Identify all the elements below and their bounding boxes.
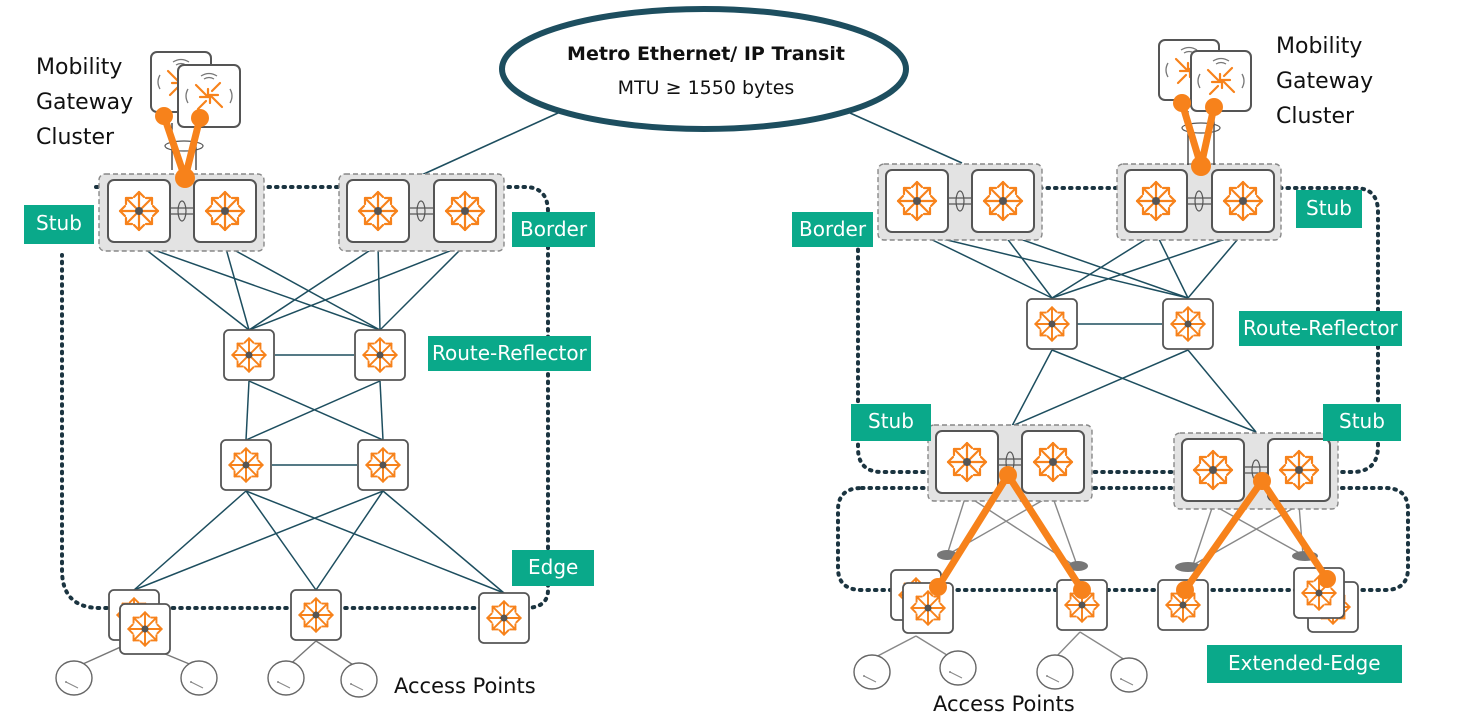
router-icon bbox=[204, 190, 246, 232]
router-icon bbox=[946, 441, 988, 483]
router-icon bbox=[228, 447, 264, 483]
router-icon bbox=[118, 190, 160, 232]
metro-subtitle: MTU ≥ 1550 bytes bbox=[617, 77, 795, 99]
extended-edge-boundary bbox=[836, 486, 1410, 592]
left-rr-label: Route-Reflector bbox=[428, 336, 591, 371]
extended-edge-label: Extended-Edge bbox=[1207, 645, 1402, 683]
right-gateway-uplinks bbox=[1178, 99, 1218, 170]
right-cluster-caption: Mobility Gateway Cluster bbox=[1276, 29, 1373, 134]
router-icon bbox=[444, 190, 486, 232]
metro-ellipse bbox=[499, 6, 909, 132]
caption-line: Mobility bbox=[36, 55, 123, 80]
left-gateway-uplinks bbox=[160, 112, 204, 182]
metro-link-left bbox=[414, 112, 559, 179]
caption-line: Gateway bbox=[36, 90, 134, 115]
left-edge-label: Edge bbox=[512, 550, 595, 586]
router-icon bbox=[362, 337, 398, 373]
right-fabric-boundary bbox=[856, 186, 1380, 474]
left-fabric-boundary bbox=[60, 185, 550, 610]
right-stub-left-label: Stub bbox=[851, 404, 931, 441]
caption-line: Cluster bbox=[1276, 104, 1355, 129]
router-icon bbox=[1034, 306, 1070, 342]
right-stub-top-label: Stub bbox=[1296, 190, 1362, 228]
router-icon bbox=[1135, 180, 1177, 222]
left-links bbox=[133, 244, 505, 594]
router-icon bbox=[357, 190, 399, 232]
metro-title: Metro Ethernet/ IP Transit bbox=[567, 43, 845, 65]
extended-edge-uplinks bbox=[934, 471, 1331, 594]
access-point-icon bbox=[340, 662, 378, 698]
left-stub-label: Stub bbox=[24, 205, 94, 244]
right-border-label: Border bbox=[792, 212, 874, 247]
left-cluster-caption: Mobility Gateway Cluster bbox=[36, 50, 133, 155]
right-lag-markers bbox=[937, 550, 1318, 572]
caption-line: Gateway bbox=[1276, 69, 1374, 94]
router-icon bbox=[982, 180, 1024, 222]
access-point-icon bbox=[180, 660, 218, 696]
router-icon bbox=[486, 600, 522, 636]
access-point-icon bbox=[55, 660, 93, 696]
access-point-icon bbox=[267, 660, 305, 696]
router-icon bbox=[910, 590, 946, 626]
router-icon bbox=[1278, 449, 1320, 491]
router-icon bbox=[896, 180, 938, 222]
right-stub-right-label: Stub bbox=[1323, 404, 1401, 441]
router-icon bbox=[127, 611, 163, 647]
metro-link-right bbox=[849, 112, 963, 164]
left-access-points-caption: Access Points bbox=[394, 674, 536, 698]
right-access-points-caption: Access Points bbox=[933, 692, 1075, 716]
router-icon bbox=[231, 337, 267, 373]
right-site bbox=[836, 39, 1410, 693]
router-icon bbox=[365, 447, 401, 483]
caption-line: Cluster bbox=[36, 125, 115, 150]
router-icon bbox=[1222, 180, 1264, 222]
right-rr-label: Route-Reflector bbox=[1239, 311, 1402, 346]
left-ap-links bbox=[73, 640, 359, 669]
access-point-icon bbox=[939, 650, 977, 686]
router-icon bbox=[1032, 441, 1074, 483]
router-icon bbox=[298, 597, 334, 633]
access-point-icon bbox=[1036, 654, 1074, 690]
left-site bbox=[55, 51, 550, 698]
router-icon bbox=[1170, 306, 1206, 342]
router-icon bbox=[1192, 449, 1234, 491]
right-links bbox=[917, 232, 1257, 433]
left-border-label: Border bbox=[512, 212, 596, 247]
caption-line: Mobility bbox=[1276, 34, 1363, 59]
access-point-icon bbox=[1110, 657, 1148, 693]
access-point-icon bbox=[853, 654, 891, 690]
